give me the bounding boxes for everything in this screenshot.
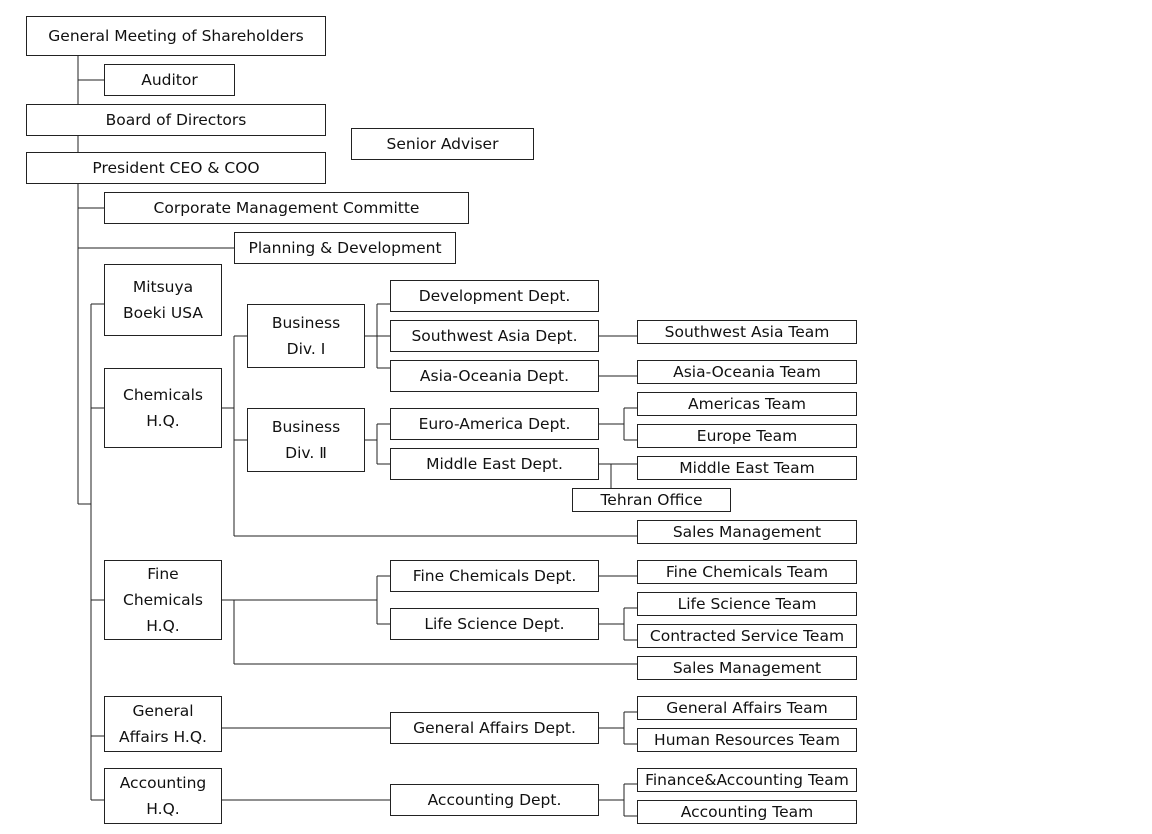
box-hr-team: Human Resources Team	[637, 728, 857, 752]
box-senior: Senior Adviser	[351, 128, 534, 160]
box-president: President CEO & COO	[26, 152, 326, 184]
box-acc-team: Accounting Team	[637, 800, 857, 824]
box-cs-team: Contracted Service Team	[637, 624, 857, 648]
box-swa-team: Southwest Asia Team	[637, 320, 857, 344]
box-tehran: Tehran Office	[572, 488, 731, 512]
box-chem-hq: Chemicals H.Q.	[104, 368, 222, 448]
box-gms: General Meeting of Shareholders	[26, 16, 326, 56]
box-swa-dept: Southwest Asia Dept.	[390, 320, 599, 352]
box-fc-team: Fine Chemicals Team	[637, 560, 857, 584]
box-acc-hq: Accounting H.Q.	[104, 768, 222, 824]
box-sales2: Sales Management	[637, 656, 857, 680]
box-div1: Business Div. Ⅰ	[247, 304, 365, 368]
box-cmc: Corporate Management Committe	[104, 192, 469, 224]
box-fc-dept: Fine Chemicals Dept.	[390, 560, 599, 592]
box-ga-team: General Affairs Team	[637, 696, 857, 720]
box-dev-dept: Development Dept.	[390, 280, 599, 312]
box-div2: Business Div. Ⅱ	[247, 408, 365, 472]
box-eu-team: Europe Team	[637, 424, 857, 448]
box-me-dept: Middle East Dept.	[390, 448, 599, 480]
box-ao-dept: Asia-Oceania Dept.	[390, 360, 599, 392]
box-acc-dept: Accounting Dept.	[390, 784, 599, 816]
box-ga-hq: General Affairs H.Q.	[104, 696, 222, 752]
box-ea-dept: Euro-America Dept.	[390, 408, 599, 440]
box-ga-dept: General Affairs Dept.	[390, 712, 599, 744]
box-ls-team: Life Science Team	[637, 592, 857, 616]
box-me-team: Middle East Team	[637, 456, 857, 480]
box-board: Board of Directors	[26, 104, 326, 136]
box-sales1: Sales Management	[637, 520, 857, 544]
box-usa: Mitsuya Boeki USA	[104, 264, 222, 336]
box-ao-team: Asia-Oceania Team	[637, 360, 857, 384]
box-fa-team: Finance&Accounting Team	[637, 768, 857, 792]
box-am-team: Americas Team	[637, 392, 857, 416]
box-planning: Planning & Development	[234, 232, 456, 264]
box-auditor: Auditor	[104, 64, 235, 96]
box-fine-hq: Fine Chemicals H.Q.	[104, 560, 222, 640]
box-ls-dept: Life Science Dept.	[390, 608, 599, 640]
